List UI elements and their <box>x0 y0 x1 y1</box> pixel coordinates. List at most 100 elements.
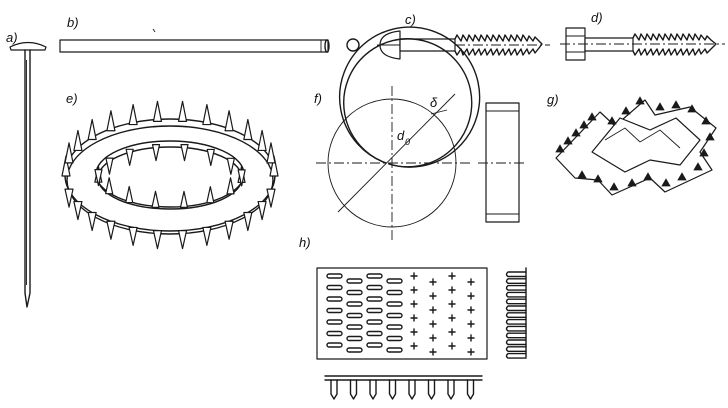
slot-icon <box>326 284 343 291</box>
spike-icon <box>105 177 114 195</box>
spike-icon <box>105 157 114 175</box>
slot-icon <box>366 296 383 302</box>
tooth-icon <box>699 148 709 157</box>
slot-icon <box>326 273 343 279</box>
spike-icon <box>266 142 276 164</box>
spike-icon <box>224 220 234 240</box>
cross-icon <box>448 286 456 294</box>
spike-icon <box>94 169 103 187</box>
slot-icon <box>326 296 343 302</box>
spike-icon <box>61 155 71 177</box>
tooth-icon <box>505 352 527 359</box>
tooth-icon <box>505 305 527 312</box>
tooth-icon <box>505 346 527 352</box>
dim-thickness: δ <box>430 95 438 110</box>
tooth-icon <box>427 379 436 400</box>
spike-icon <box>202 103 212 126</box>
slot-icon <box>386 278 403 284</box>
nail-plate-drawing: h) <box>299 235 527 400</box>
slot-icon <box>346 301 363 307</box>
spike-icon <box>151 143 161 162</box>
tooth-icon <box>621 106 631 115</box>
spike-icon <box>243 118 253 141</box>
slot-icon <box>366 307 383 314</box>
slot-icon <box>326 342 343 348</box>
nail-drawing: a) <box>6 30 47 308</box>
spike-icon <box>73 200 83 221</box>
spike-icon <box>269 155 279 177</box>
spike-icon <box>152 229 163 250</box>
slot-icon <box>366 273 383 279</box>
dim-d0-subscript: 0 <box>405 137 410 147</box>
cross-icon <box>467 334 475 342</box>
tooth-icon <box>505 312 527 318</box>
tooth-icon <box>349 379 358 400</box>
tooth-icon <box>505 332 527 339</box>
cross-icon <box>448 314 456 322</box>
slot-icon <box>366 319 383 325</box>
label-a: a) <box>6 30 18 45</box>
tooth-icon <box>579 120 589 129</box>
dim-d0: d <box>397 128 405 143</box>
tooth-icon <box>677 172 687 181</box>
tooth-icon <box>655 102 665 111</box>
slot-icon <box>346 289 363 296</box>
slot-icon <box>326 307 343 314</box>
spike-icon <box>266 188 276 208</box>
cross-icon <box>448 342 456 350</box>
spike-icon <box>125 185 134 204</box>
tooth-icon <box>687 104 697 113</box>
slot-icon <box>386 335 403 342</box>
tooth-icon <box>505 318 527 325</box>
cross-icon <box>467 278 475 286</box>
tooth-icon <box>607 116 617 125</box>
slot-icon <box>386 301 403 307</box>
spike-icon <box>106 110 116 132</box>
slot-icon <box>386 289 403 296</box>
tooth-icon <box>330 379 338 400</box>
slot-icon <box>366 284 383 291</box>
cross-icon <box>429 278 437 286</box>
slot-icon <box>366 330 383 337</box>
tooth-icon <box>505 298 527 305</box>
spike-icon <box>206 148 215 167</box>
cross-icon <box>448 272 456 280</box>
nail-plate-section-view <box>324 375 483 400</box>
tooth-icon <box>705 132 715 141</box>
label-b: b) <box>67 15 79 30</box>
spike-icon <box>152 100 163 123</box>
slot-icon <box>386 347 403 353</box>
tooth-icon <box>701 116 711 125</box>
spike-icon <box>73 129 83 152</box>
spike-icon <box>257 129 267 152</box>
spike-icon <box>237 169 246 187</box>
cross-icon <box>429 306 437 314</box>
label-g: g) <box>547 92 559 107</box>
split-ring-drawing: f) d 0 δ <box>314 26 527 240</box>
slot-icon <box>366 342 383 348</box>
slot-icon <box>346 347 363 353</box>
tooth-icon <box>577 170 587 179</box>
tooth-icon <box>505 339 527 346</box>
cross-icon <box>410 328 418 336</box>
slot-icon <box>346 335 363 342</box>
label-f: f) <box>314 91 322 106</box>
spike-icon <box>180 144 189 162</box>
cross-icon <box>429 334 437 342</box>
cross-icon <box>410 300 418 308</box>
tooth-icon <box>593 174 603 183</box>
label-h: h) <box>299 235 311 250</box>
tooth-icon <box>563 136 573 145</box>
cross-icon <box>429 320 437 328</box>
spike-icon <box>226 157 235 175</box>
slot-icon <box>346 312 363 319</box>
slot-icon <box>326 319 343 325</box>
cross-icon <box>410 342 418 350</box>
spike-icon <box>128 226 138 247</box>
cross-icon <box>429 292 437 300</box>
cross-icon <box>467 348 475 356</box>
spike-icon <box>179 190 189 209</box>
tooth-icon <box>635 96 645 105</box>
label-e: e) <box>66 91 78 106</box>
